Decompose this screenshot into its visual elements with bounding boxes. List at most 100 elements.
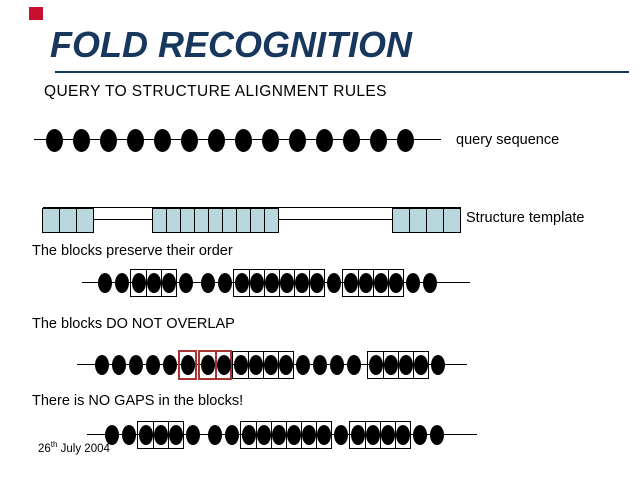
alignment-block: [232, 351, 294, 379]
residue-dot: [208, 128, 225, 152]
template-cell: [236, 208, 251, 233]
rule-diagram-overlap: [77, 348, 467, 382]
residue-dot: [181, 128, 198, 152]
residue-dot: [272, 425, 286, 445]
alignment-block: [342, 269, 404, 297]
block-cell: [395, 422, 410, 448]
block-cell: [316, 422, 331, 448]
template-cell: [42, 208, 60, 233]
template-cell: [222, 208, 237, 233]
rule-diagram-overlap-items: [77, 348, 467, 382]
gap-spacer: [201, 435, 206, 436]
residue-dot: [343, 128, 360, 152]
residue-dot: [333, 425, 348, 445]
alignment-block: [137, 421, 184, 449]
block-cell: [200, 352, 215, 378]
residue-dot: [249, 355, 263, 375]
residue-dot: [399, 355, 413, 375]
block-cell: [241, 422, 256, 448]
residue-dot: [430, 355, 445, 375]
alignment-block: [130, 269, 177, 297]
residue-dot: [233, 355, 248, 375]
overlap-violation-block: [198, 350, 232, 380]
residue-dot: [279, 355, 293, 375]
residue-dot: [397, 128, 414, 152]
block-cell: [358, 270, 373, 296]
residue-dot: [412, 425, 427, 445]
residue-dot: [257, 425, 271, 445]
residue-dot: [405, 273, 420, 293]
template-cell: [409, 208, 427, 233]
block-cell: [278, 352, 293, 378]
title-underline: [55, 71, 629, 73]
block-cell: [398, 352, 413, 378]
query-sequence-dots: [34, 123, 441, 157]
residue-dot: [250, 273, 264, 293]
rule-diagram-gaps: [87, 418, 477, 452]
residue-dot: [169, 425, 183, 445]
residue-dot: [265, 273, 279, 293]
residue-dot: [185, 425, 200, 445]
residue-dot: [180, 355, 195, 375]
residue-dot: [280, 273, 294, 293]
date-ordinal: th: [50, 440, 58, 449]
residue-dot: [389, 273, 403, 293]
alignment-block: [367, 351, 429, 379]
block-cell: [286, 422, 301, 448]
rule-heading-gaps: There is NO GAPS in the blocks!: [32, 393, 244, 409]
query-sequence-diagram: [34, 123, 441, 157]
template-cell: [194, 208, 209, 233]
block-cell: [138, 422, 153, 448]
residue-dot: [310, 273, 324, 293]
residue-dot: [384, 355, 398, 375]
corner-accent-square: [29, 7, 43, 20]
block-cell: [248, 352, 263, 378]
block-cell: [383, 352, 398, 378]
residue-dot: [368, 355, 383, 375]
template-cell: [180, 208, 195, 233]
alignment-block: [349, 421, 411, 449]
residue-dot: [381, 425, 395, 445]
residue-dot: [241, 425, 256, 445]
residue-dot: [295, 355, 310, 375]
template-block: [42, 208, 94, 233]
template-cell: [152, 208, 167, 233]
residue-dot: [114, 273, 129, 293]
rule-heading-overlap: The blocks DO NOT OVERLAP: [32, 316, 235, 332]
residue-dot: [104, 425, 119, 445]
residue-dot: [73, 128, 90, 152]
residue-dot: [200, 273, 215, 293]
date-rest: July 2004: [57, 442, 110, 455]
residue-dot: [287, 425, 301, 445]
template-cell: [250, 208, 265, 233]
residue-dot: [343, 273, 358, 293]
residue-dot: [326, 273, 341, 293]
block-cell: [263, 352, 278, 378]
block-cell: [380, 422, 395, 448]
residue-dot: [346, 355, 361, 375]
date-day: 26: [38, 442, 51, 455]
block-cell: [301, 422, 316, 448]
structure-template-label: Structure template: [466, 210, 585, 226]
block-cell: [343, 270, 358, 296]
residue-dot: [154, 425, 168, 445]
residue-dot: [145, 355, 160, 375]
residue-dot: [216, 355, 231, 375]
template-cell: [208, 208, 223, 233]
residue-dot: [100, 128, 117, 152]
residue-dot: [429, 425, 444, 445]
alignment-block: [233, 269, 325, 297]
gap-spacer: [194, 283, 199, 284]
residue-dot: [97, 273, 112, 293]
block-cell: [413, 352, 428, 378]
slide-title: FOLD RECOGNITION: [50, 24, 412, 65]
residue-dot: [217, 273, 232, 293]
residue-dot: [127, 128, 144, 152]
block-cell: [233, 352, 248, 378]
block-cell: [365, 422, 380, 448]
residue-dot: [374, 273, 388, 293]
residue-dot: [289, 128, 306, 152]
template-cell: [264, 208, 279, 233]
block-cell: [373, 270, 388, 296]
template-cell: [59, 208, 77, 233]
